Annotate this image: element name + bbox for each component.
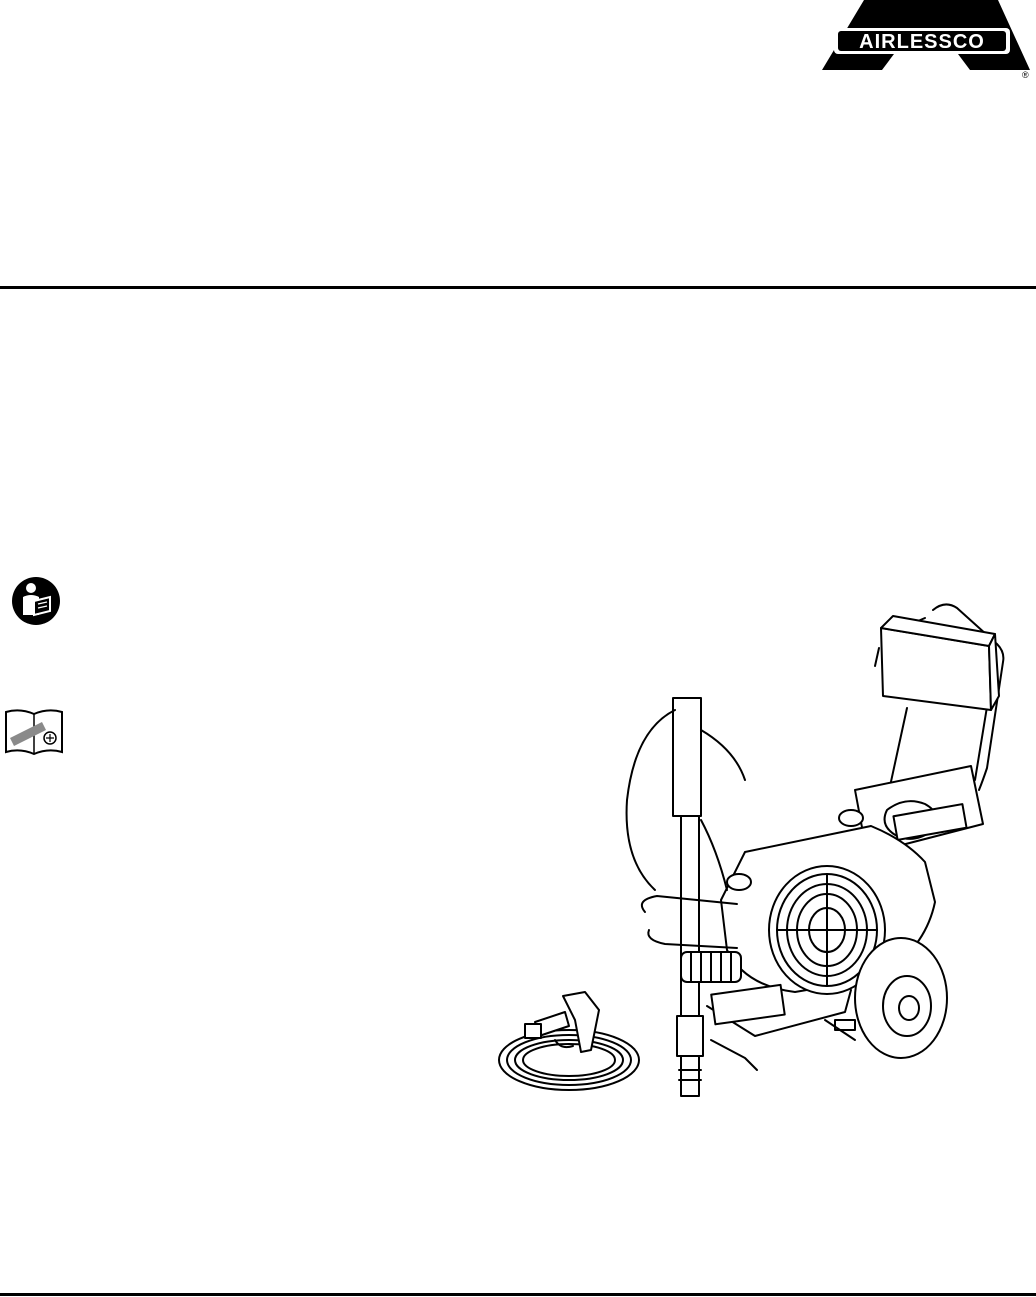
bottom-divider <box>0 1293 1036 1296</box>
sprayer-illustration <box>495 600 1025 1110</box>
airlessco-logo-mark: AIRLESSCO ® <box>822 0 1030 80</box>
instruction-book-icon <box>2 708 66 758</box>
brand-name: AIRLESSCO <box>859 31 985 53</box>
registered-mark: ® <box>1022 70 1029 80</box>
brand-logo: AIRLESSCO ® <box>820 0 1032 80</box>
read-manual-icon <box>10 575 62 627</box>
top-divider <box>0 286 1036 289</box>
